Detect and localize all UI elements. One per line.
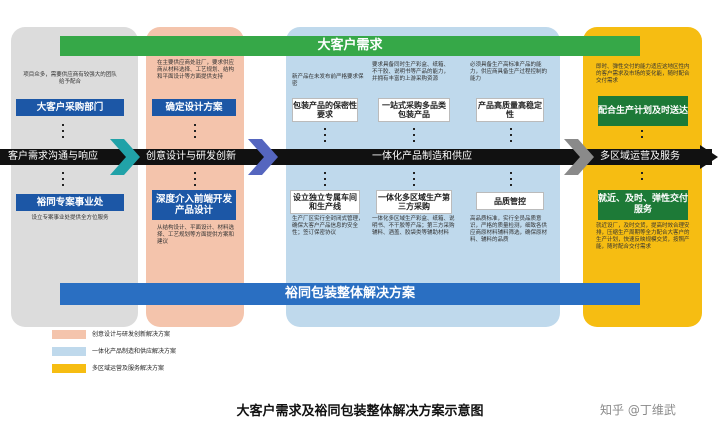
legend-label-manufacturing: 一体化产品制造和供应解决方案: [92, 348, 177, 355]
panel-design: [146, 27, 244, 327]
top-banner: 大客户需求: [60, 36, 640, 56]
chevron-indigo-icon: [248, 139, 278, 175]
panel-operations: [583, 27, 702, 327]
legend-swatch-manufacturing: [52, 347, 86, 356]
col3b-top-note: 要求具备同时生产彩盒、纸箱、不干胶、说明书等产品的能力，并拥有丰富的上游采购资源: [372, 62, 450, 82]
col4-top-note: 即时、弹性交付的能力适应这地区性内的客户需求及市场的变化能，随时配合交付需求: [596, 64, 690, 84]
panel-manufacturing: [286, 27, 560, 327]
col3c-bottom-dots: [510, 172, 512, 190]
legend-swatch-operations: [52, 364, 86, 373]
process-flow-bar: [0, 149, 712, 165]
col4-top-label: 配合生产计划及时送达: [598, 96, 688, 126]
col3b-bottom-dots: [413, 172, 415, 190]
col3b-bottom-label: 一体化多区域生产第三方采购: [376, 190, 452, 214]
col1-bottom-note: 设立专案事业处提供全方位服务: [31, 215, 109, 221]
col3b-top-dots: [413, 128, 415, 146]
col2-bottom-dots: [194, 172, 196, 190]
col2-top-note: 在主要供应商处驻厂，要求供应商从材料选择、工艺规划、结构和平面设计等方面提供支持: [157, 60, 235, 80]
col4-bottom-dots: [641, 172, 643, 184]
col1-bottom-dots: [62, 172, 64, 190]
col3c-top-note: 必须具备生产高标准产品的能力，供应商具备生产过程控制的能力: [470, 62, 548, 82]
col1-bottom-label: 裕同专案事业处: [16, 194, 124, 211]
col1-top-dots: [62, 124, 64, 142]
col3c-top-dots: [510, 128, 512, 146]
flow-stage-operations: 多区域运营及服务: [600, 151, 680, 162]
chevron-teal-icon: [110, 139, 140, 175]
figure-caption: 大客户需求及裕同包装整体解决方案示意图: [236, 404, 484, 419]
col3b-top-label: 一站式采购多品类包装产品: [378, 98, 450, 122]
col2-bottom-note: 从结构设计、平面设计、材料选择、工艺规划等方面提供方案和建议: [157, 225, 235, 245]
col3a-top-note: 新产品在未发布前严格要求保密: [292, 74, 364, 87]
flow-stage-manufacturing: 一体化产品制造和供应: [372, 151, 472, 162]
flow-stage-design: 创意设计与研发创新: [146, 151, 236, 162]
col4-top-dots: [641, 130, 643, 142]
col2-bottom-label: 深度介入前端开发产品设计: [152, 190, 236, 220]
col3c-bottom-note: 高品质标准，实行全员品质意识，严格的质量检测，细致各供应商原材料辅料筛选，确保原…: [470, 216, 548, 243]
col3b-bottom-note: 一体化多区域生产彩盒、纸箱、说明书、不干胶等产品；第三方采购辅料、酒盖、胶袋类等…: [372, 216, 455, 236]
legend-swatch-design: [52, 330, 86, 339]
panel-customer: [11, 27, 138, 327]
col3a-bottom-dots: [324, 172, 326, 190]
flow-arrowhead: [700, 145, 718, 169]
col3c-top-label: 产品高质量高稳定性: [476, 98, 544, 122]
legend-label-operations: 多区域运营及服务解决方案: [92, 365, 165, 372]
col2-top-label: 确定设计方案: [152, 99, 236, 116]
col3a-top-dots: [324, 128, 326, 146]
col1-top-label: 大客户采购部门: [16, 99, 124, 116]
flow-stage-customer: 客户需求沟通与响应: [8, 151, 98, 162]
bottom-banner: 裕同包装整体解决方案: [60, 283, 640, 305]
col3a-top-label: 包装产品的保密性要求: [292, 98, 358, 122]
col4-bottom-note: 就近设厂，及时交货，提高时效合理安排，压缩生产周期等全力配合大客户的生产计划，快…: [596, 223, 690, 250]
legend-label-design: 创意设计与研发创新解决方案: [92, 331, 171, 338]
watermark: 知乎 @丁维武: [600, 403, 676, 417]
col3a-bottom-note: 生产厂区实行全封闭式管理，确保大客户产品信息的安全性；签订保密协议: [292, 216, 364, 236]
col2-top-dots: [194, 124, 196, 142]
col3a-bottom-label: 设立独立专属车间和生产线: [290, 190, 360, 214]
col4-bottom-label: 就近、及时、弹性交付服务: [598, 190, 688, 220]
col3c-bottom-label: 品质管控: [476, 192, 544, 210]
chevron-grey-icon: [564, 139, 594, 175]
col1-top-note: 项目众多，需要供应商有较强大的团队给予配合: [23, 72, 117, 85]
